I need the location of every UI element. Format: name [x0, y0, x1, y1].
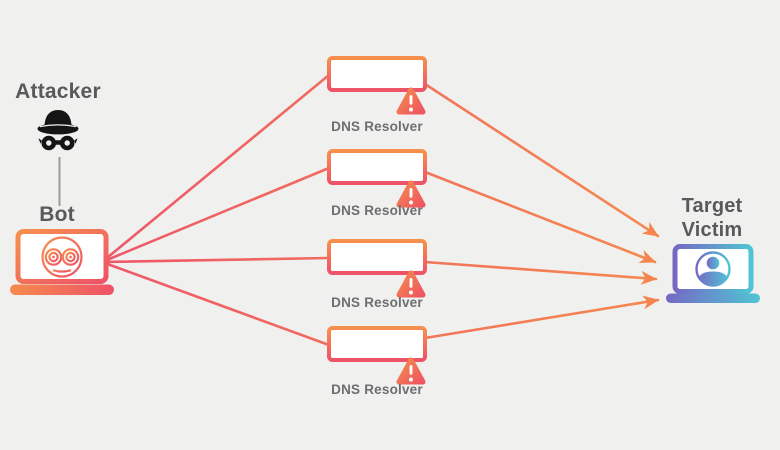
victim-laptop-icon	[666, 244, 760, 303]
resolver-4-label: DNS Resolver	[331, 382, 423, 397]
resolver-1-to-victim-arrow	[423, 82, 660, 238]
resolver-to-victim-arrows	[423, 82, 660, 340]
resolver-3-to-victim-arrow	[423, 260, 658, 285]
resolver-3-label: DNS Resolver	[331, 295, 423, 310]
warning-triangle-icon	[394, 85, 428, 116]
bot-to-resolver-3-line	[100, 256, 331, 264]
person-icon	[695, 251, 731, 287]
resolver-1-label: DNS Resolver	[331, 119, 423, 134]
attacker-label: Attacker	[15, 80, 101, 103]
bot-to-resolver-lines	[100, 73, 331, 347]
target-label-line2: Victim	[681, 219, 743, 241]
target-victim-label: Target Victim	[662, 194, 762, 242]
bot-to-resolver-1-line	[100, 73, 331, 264]
target-label-line1: Target	[681, 195, 743, 217]
resolver-2-to-victim-arrow	[423, 170, 657, 264]
bot-to-resolver-4-line	[100, 260, 331, 347]
robot-face-icon	[41, 236, 83, 278]
resolver-2-label: DNS Resolver	[331, 203, 423, 218]
bot-to-resolver-2-line	[100, 166, 331, 264]
bot-laptop-icon	[10, 229, 114, 295]
resolver-4-to-victim-arrow	[423, 295, 660, 340]
bot-label: Bot	[39, 203, 75, 226]
spy-hat-mask-icon	[37, 110, 79, 151]
